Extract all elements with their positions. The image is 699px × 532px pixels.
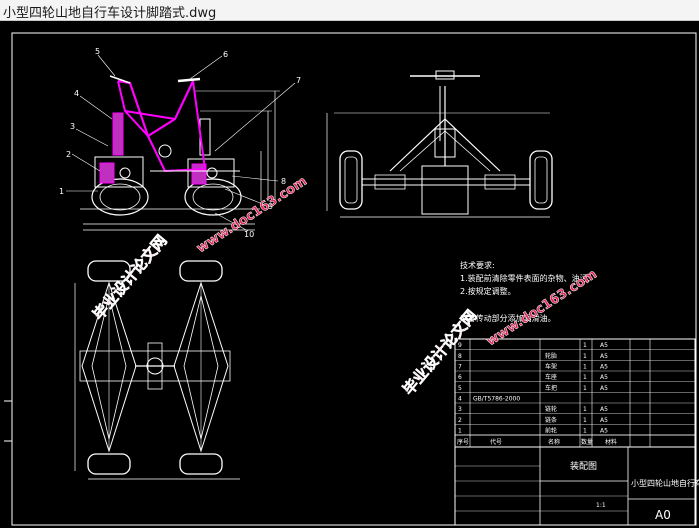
table-cell-name: 车架	[545, 363, 557, 371]
top-view	[74, 260, 240, 480]
table-cell-no: 4	[458, 396, 462, 403]
table-cell-name: 链轮	[545, 405, 557, 413]
tech-line-2: 2.按规定调整。	[460, 286, 516, 296]
table-cell-name: 链条	[545, 416, 557, 424]
header-no: 序号	[457, 438, 469, 446]
part-number-7: 7	[296, 76, 301, 85]
title-block: 装配图 小型四轮山地自行车 A0 1:1	[454, 446, 699, 526]
table-cell-qty: 1	[583, 364, 587, 371]
drawing-frame	[11, 32, 697, 526]
header-code: 代号	[490, 438, 502, 446]
part-number-5: 5	[95, 47, 100, 56]
side-view: 5 6 4 3 2 1 7 8 9 10	[59, 47, 301, 239]
part-number-9: 9	[268, 202, 273, 211]
table-cell-mat: A5	[600, 385, 608, 392]
table-cell-mat: A5	[600, 364, 608, 371]
tech-line-1: 1.装配前清除零件表面的杂物、油污;	[460, 273, 590, 283]
table-cell-qty: 1	[583, 417, 587, 424]
table-cell-qty: 1	[583, 406, 587, 413]
part-number-8: 8	[281, 177, 286, 186]
table-cell-name: 前轮	[545, 427, 557, 435]
part-number-3: 3	[70, 122, 75, 131]
header-name: 名称	[548, 438, 560, 446]
table-cell-name: 车把	[545, 384, 557, 392]
table-cell-code: GB/T5786-2000	[473, 396, 520, 403]
table-cell-qty: 1	[583, 428, 587, 435]
project-name: 小型四轮山地自行车	[631, 478, 699, 488]
table-cell-no: 3	[458, 406, 462, 413]
tech-heading: 技术要求:	[460, 260, 495, 270]
table-cell-mat: A5	[600, 417, 608, 424]
table-cell-no: 2	[458, 417, 462, 424]
watermark-text-1: 毕业设计论文网	[89, 232, 170, 324]
tech-requirements: 技术要求: 1.装配前清除零件表面的杂物、油污; 2.按规定调整。 3.各传动部…	[460, 260, 590, 323]
drawing-canvas[interactable]: 5 6 4 3 2 1 7 8 9 10	[0, 21, 699, 528]
rear-view	[326, 70, 553, 218]
table-cell-no: 7	[458, 364, 462, 371]
table-cell-no: 5	[458, 385, 462, 392]
scale: 1:1	[596, 502, 606, 509]
tech-line-3: 3.各传动部分添加润滑油。	[460, 313, 556, 323]
table-cell-mat: A5	[600, 342, 608, 349]
header-mat: 材料	[605, 438, 617, 446]
table-cell-mat: A5	[600, 406, 608, 413]
table-cell-qty: 1	[583, 342, 587, 349]
table-cell-no: 8	[458, 353, 462, 360]
table-cell-qty: 1	[583, 374, 587, 381]
part-number-2: 2	[66, 150, 71, 159]
table-cell-name: 车座	[545, 373, 557, 381]
part-number-1: 1	[59, 187, 64, 196]
table-cell-mat: A5	[600, 374, 608, 381]
table-cell-mat: A5	[600, 428, 608, 435]
watermark-text-2: 毕业设计论文网	[399, 307, 480, 399]
window-title: 小型四轮山地自行车设计脚踏式.dwg	[3, 6, 217, 21]
header-qty: 数量	[581, 438, 593, 446]
table-cell-no: 1	[458, 428, 462, 435]
part-number-10: 10	[244, 230, 254, 239]
table-cell-no: 6	[458, 374, 462, 381]
title-bar[interactable]: 小型四轮山地自行车设计脚踏式.dwg	[0, 0, 699, 21]
drawing-name: 装配图	[570, 460, 597, 472]
drawing-svg[interactable]: 5 6 4 3 2 1 7 8 9 10	[0, 21, 699, 528]
part-number-6: 6	[223, 50, 228, 59]
part-number-4: 4	[74, 89, 79, 98]
table-cell-qty: 1	[583, 385, 587, 392]
sheet-size: A0	[655, 508, 671, 522]
table-cell-no: 9	[458, 342, 462, 349]
table-cell-mat: A5	[600, 353, 608, 360]
table-cell-qty: 1	[583, 353, 587, 360]
table-cell-name: 轮胎	[545, 352, 557, 360]
